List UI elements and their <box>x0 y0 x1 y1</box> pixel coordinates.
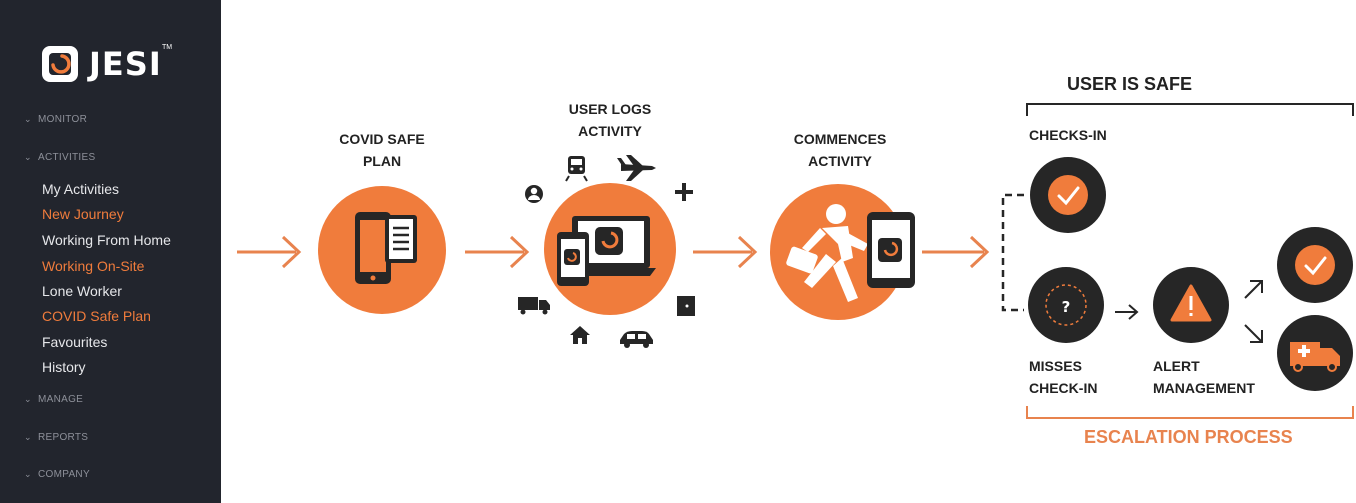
arrow-up-right-icon <box>1244 280 1263 299</box>
flow-arrow <box>237 235 302 269</box>
diagram-canvas: ? <box>237 103 1354 419</box>
chevron-down-icon: ⌄ <box>24 469 32 479</box>
brand-name: JESI <box>89 45 162 83</box>
chevron-down-icon: ⌄ <box>24 394 32 404</box>
plus-icon <box>675 183 693 201</box>
chevron-down-icon: ⌄ <box>24 152 32 162</box>
car-icon <box>620 331 653 348</box>
misses-check-in-label: MISSES CHECK-IN <box>1029 358 1098 396</box>
door-icon <box>677 296 695 316</box>
section-company[interactable]: ⌄COMPANY <box>24 469 90 480</box>
nav-favourites[interactable]: Favourites <box>42 334 108 350</box>
dashed-connector <box>1001 193 1024 312</box>
user-icon <box>525 185 543 203</box>
step-covid-plan-label: COVID SAFE PLAN <box>339 131 425 169</box>
home-icon <box>570 326 590 344</box>
user-safe-bracket <box>1026 103 1354 116</box>
nav-working-from-home[interactable]: Working From Home <box>42 232 171 248</box>
chevron-down-icon: ⌄ <box>24 114 32 124</box>
nav-history[interactable]: History <box>42 359 86 375</box>
section-reports[interactable]: ⌄REPORTS <box>24 432 89 443</box>
alert-management-label: ALERT MANAGEMENT <box>1153 358 1255 396</box>
chevron-down-icon: ⌄ <box>24 432 32 442</box>
trademark: TM <box>162 44 173 51</box>
train-icon <box>565 156 588 182</box>
truck-icon <box>518 297 550 315</box>
arrow-down-right-icon <box>1244 324 1263 343</box>
escalation-bracket <box>1026 406 1354 419</box>
flow-arrow <box>465 235 530 269</box>
nav-my-activities[interactable]: My Activities <box>42 181 120 197</box>
nav-lone-worker[interactable]: Lone Worker <box>42 283 122 299</box>
sidebar: JESI TM ⌄MONITOR ⌄ACTIVITIES My Activiti… <box>0 0 221 503</box>
arrow-right-icon <box>1115 304 1139 320</box>
process-diagram: ? <box>221 0 1356 503</box>
check-circle-icon <box>1277 227 1353 303</box>
phone-document-icon <box>318 186 446 314</box>
jesi-logo-icon <box>42 46 78 82</box>
checks-in-label: CHECKS-IN <box>1029 127 1107 143</box>
step-commences-label: COMMENCES ACTIVITY <box>793 131 887 169</box>
worker-running-icon <box>770 184 915 320</box>
devices-icon <box>544 183 676 315</box>
question-circle-icon: ? <box>1028 267 1104 343</box>
flow-arrow <box>922 235 990 269</box>
section-manage[interactable]: ⌄MANAGE <box>24 394 84 405</box>
ambulance-icon <box>1277 315 1353 391</box>
alert-icon <box>1153 267 1229 343</box>
check-circle-icon <box>1030 157 1106 233</box>
nav-new-journey[interactable]: New Journey <box>42 206 124 222</box>
nav-working-on-site[interactable]: Working On-Site <box>42 258 145 274</box>
svg-text:?: ? <box>1062 298 1071 316</box>
user-safe-label: USER IS SAFE <box>1067 74 1193 94</box>
section-activities[interactable]: ⌄ACTIVITIES <box>24 152 96 163</box>
step-user-logs-label: USER LOGS ACTIVITY <box>568 101 652 139</box>
flow-arrow <box>693 235 758 269</box>
escalation-process-label: ESCALATION PROCESS <box>1084 427 1293 447</box>
nav-covid-safe-plan[interactable]: COVID Safe Plan <box>42 308 151 324</box>
plane-icon <box>617 155 656 181</box>
section-monitor[interactable]: ⌄MONITOR <box>24 114 88 125</box>
